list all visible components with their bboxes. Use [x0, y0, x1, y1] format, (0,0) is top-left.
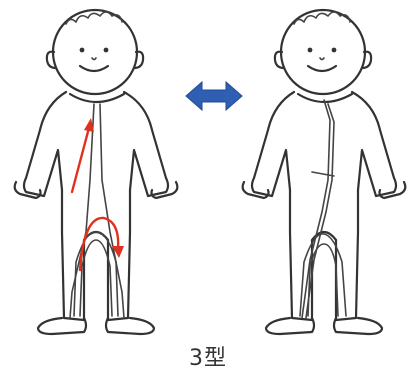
baby-figure-right: [243, 10, 406, 334]
eye-right-figure2: [332, 48, 337, 53]
eye-left-figure1: [80, 48, 85, 53]
baby-suit-right: [243, 92, 406, 334]
swap-arrow-icon: [186, 82, 242, 110]
baby-figure-left: [15, 10, 178, 334]
diagram-caption: 3型: [0, 340, 416, 372]
baby-head-right: [275, 10, 371, 94]
eye-left-figure2: [308, 48, 313, 53]
eye-right-figure1: [104, 48, 109, 53]
baby-head-left: [47, 10, 143, 94]
baby-suit-left: [15, 92, 178, 334]
